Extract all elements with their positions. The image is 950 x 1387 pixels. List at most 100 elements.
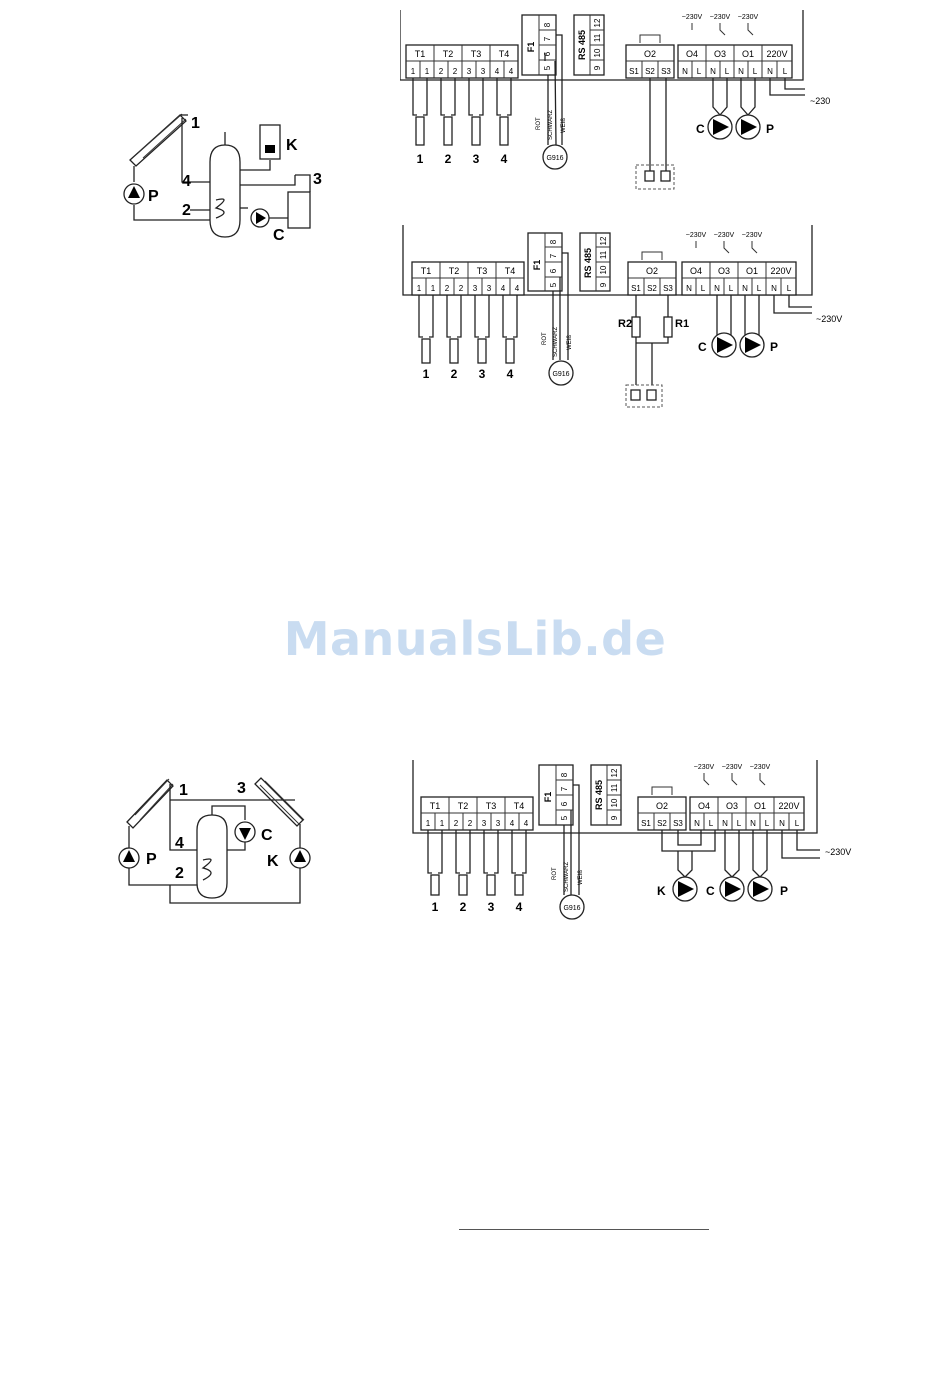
o2-terminal-block: O2 S1 S2 S3 bbox=[627, 251, 677, 296]
pin: 3 bbox=[487, 284, 492, 293]
label-o1: O1 bbox=[754, 801, 766, 811]
pin: N bbox=[710, 67, 716, 76]
pin: N bbox=[771, 284, 777, 293]
v230-label: ~230V bbox=[750, 764, 771, 771]
pin: 4 bbox=[509, 67, 514, 76]
pump-p-icon bbox=[123, 183, 145, 205]
resistor-network: R2 R1 bbox=[618, 295, 689, 408]
pin: 7 bbox=[560, 786, 569, 791]
pin: 9 bbox=[599, 282, 608, 287]
pin: 3 bbox=[481, 67, 486, 76]
temperature-sensors: 1 2 3 4 bbox=[427, 830, 527, 914]
label-r2: R2 bbox=[618, 318, 632, 330]
label-rs485: RS 485 bbox=[577, 30, 587, 60]
pin: S1 bbox=[631, 284, 641, 293]
pin: L bbox=[753, 67, 758, 76]
output-terminal-block: O4 O3 O1 220V N L N L N L N L ~230V ~230… bbox=[689, 764, 805, 831]
controller-housing bbox=[412, 760, 818, 834]
storage-tank bbox=[209, 132, 241, 238]
wire-rot: ROT bbox=[536, 117, 542, 130]
sensor-3-label: 3 bbox=[479, 367, 486, 381]
flow-sensor-label: G916 bbox=[546, 155, 563, 162]
mains-230v-label: ~230V bbox=[825, 847, 851, 857]
wire-weiss: WEIß bbox=[561, 118, 567, 133]
solar-collector-right bbox=[254, 777, 305, 827]
temperature-sensors: 1 2 3 4 bbox=[418, 295, 518, 381]
label-o2: O2 bbox=[656, 801, 668, 811]
f1-terminal-block: F1 8 7 6 5 bbox=[527, 232, 563, 292]
pin: 4 bbox=[501, 284, 506, 293]
output-terminal-block: O4 O3 O1 220V N L N L N L N L ~230V ~230… bbox=[677, 14, 793, 79]
pin: N bbox=[694, 819, 700, 828]
sensor-1-label: 1 bbox=[432, 900, 439, 914]
pin: 1 bbox=[425, 67, 430, 76]
sensor-4-label: 4 bbox=[501, 152, 508, 166]
pump-p-icon bbox=[739, 332, 765, 358]
pin: 6 bbox=[549, 268, 558, 273]
label-o1: O1 bbox=[746, 266, 758, 276]
v230-label: ~230V bbox=[742, 232, 763, 239]
resistor-r2 bbox=[631, 316, 641, 338]
hydraulic2-label-p: P bbox=[146, 851, 157, 868]
hydraulic2-label-c: C bbox=[261, 827, 273, 844]
label-f1: F1 bbox=[543, 792, 553, 803]
v230-label: ~230V bbox=[714, 232, 735, 239]
pin: 5 bbox=[543, 65, 552, 70]
label-rs485: RS 485 bbox=[594, 780, 604, 810]
v230-label: ~230V bbox=[694, 764, 715, 771]
sensor-terminal-block: T1 T2 T3 T4 1 1 2 2 3 3 4 4 bbox=[411, 261, 525, 296]
sensor-1-label: 1 bbox=[423, 367, 430, 381]
wire-weiss: WEIß bbox=[567, 335, 573, 350]
hydraulic-label-1: 1 bbox=[191, 115, 200, 132]
wire-rot: ROT bbox=[552, 867, 558, 880]
pin: 4 bbox=[524, 819, 529, 828]
pin: 10 bbox=[593, 48, 602, 57]
pin: L bbox=[757, 284, 762, 293]
label-r1: R1 bbox=[675, 318, 689, 330]
pin: 2 bbox=[453, 67, 458, 76]
hydraulic-label-4: 4 bbox=[182, 173, 191, 190]
pin: N bbox=[682, 67, 688, 76]
pin: L bbox=[787, 284, 792, 293]
rs485-terminal-block: RS 485 12 11 10 9 bbox=[579, 232, 611, 292]
pin: 8 bbox=[549, 239, 558, 244]
rs485-terminal-block: RS 485 12 11 10 9 bbox=[573, 14, 605, 76]
pin: 2 bbox=[468, 819, 473, 828]
v230-label: ~230V bbox=[682, 14, 703, 21]
pump-c-icon bbox=[707, 114, 733, 140]
wiring-diagram-2: T1 T2 T3 T4 1 1 2 2 3 3 4 4 1 2 3 4 F1 8… bbox=[402, 225, 842, 408]
pin: 1 bbox=[440, 819, 445, 828]
flow-sensor-g916: ROT SCHWARZ WEIß G916 bbox=[552, 784, 585, 920]
pin: 8 bbox=[560, 772, 569, 777]
pin: 7 bbox=[543, 36, 552, 41]
pin: 2 bbox=[445, 284, 450, 293]
label-220v: 220V bbox=[766, 49, 787, 59]
v230-label: ~230V bbox=[686, 232, 707, 239]
hydraulic2-label-k: K bbox=[267, 853, 279, 870]
pin: 1 bbox=[417, 284, 422, 293]
footer-rule bbox=[459, 1229, 709, 1230]
pin: 6 bbox=[543, 51, 552, 56]
pin: L bbox=[737, 819, 742, 828]
watermark: ManualsLib.de bbox=[283, 612, 667, 666]
pin: 7 bbox=[549, 253, 558, 258]
pin: 5 bbox=[560, 815, 569, 820]
pump-c-icon bbox=[711, 332, 737, 358]
flow-sensor-label: G916 bbox=[552, 371, 569, 378]
sensor-4-label: 4 bbox=[507, 367, 514, 381]
label-t4: T4 bbox=[505, 266, 516, 276]
hydraulic-label-2: 2 bbox=[182, 202, 191, 219]
pin: 12 bbox=[610, 768, 619, 777]
pin: N bbox=[722, 819, 728, 828]
pump-c-icon bbox=[234, 821, 256, 843]
pin: 2 bbox=[439, 67, 444, 76]
pin: N bbox=[767, 67, 773, 76]
o2-terminal-block: O2 S1 S2 S3 bbox=[637, 786, 687, 831]
pin: 2 bbox=[454, 819, 459, 828]
hydraulic2-label-4: 4 bbox=[175, 835, 184, 852]
label-o3: O3 bbox=[718, 266, 730, 276]
pin: S2 bbox=[645, 67, 655, 76]
pump-c-label: C bbox=[698, 340, 707, 354]
label-t2: T2 bbox=[458, 801, 469, 811]
pin: S3 bbox=[661, 67, 671, 76]
